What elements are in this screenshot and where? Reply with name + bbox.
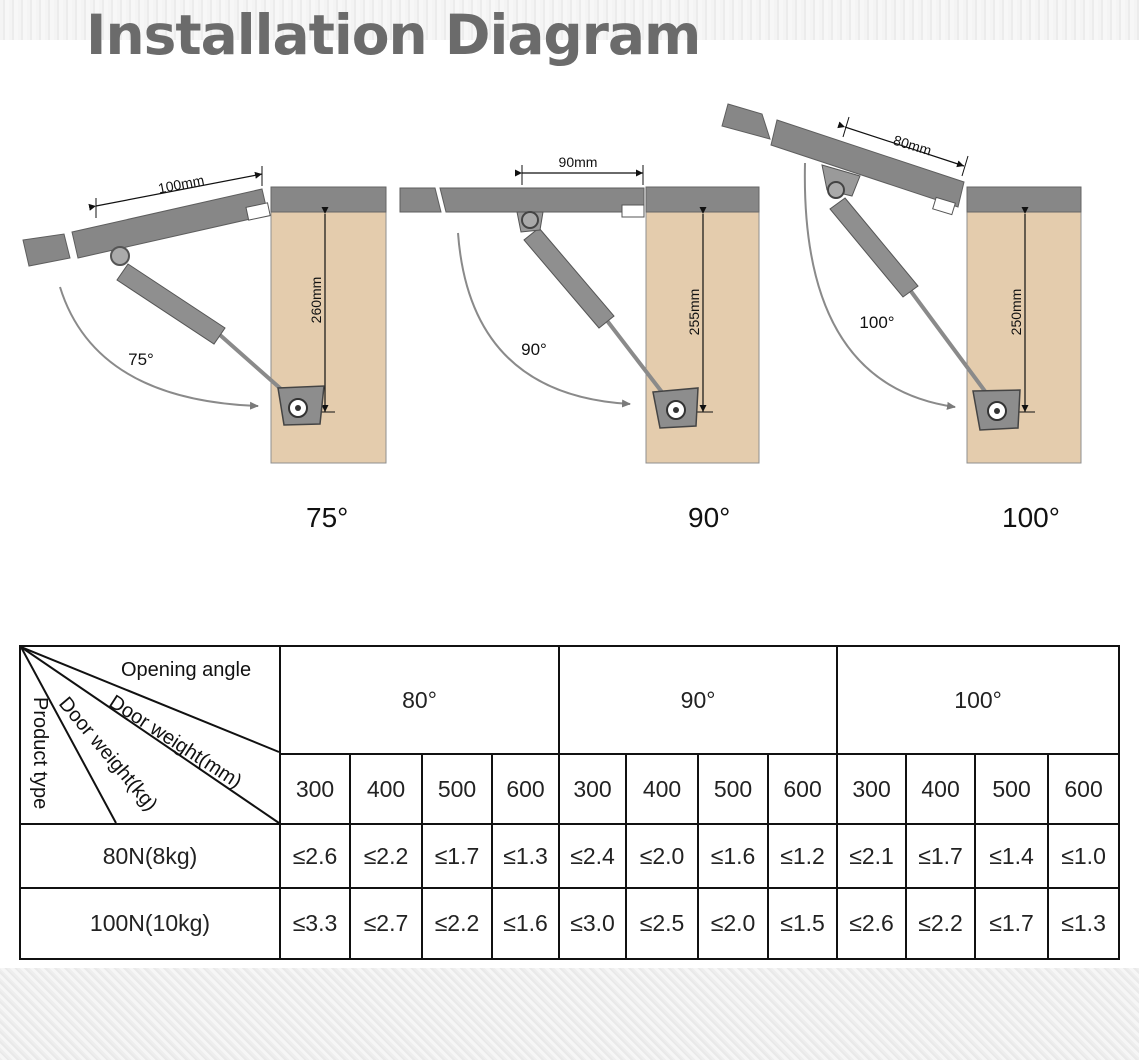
table-corner-header: Opening angle Door weight(mm) Door weigh…: [19, 645, 281, 825]
door-panel: [71, 188, 269, 259]
door-panel-end: [22, 233, 71, 267]
door-panel-end: [721, 103, 771, 140]
strut-mount: [827, 181, 845, 199]
spec-table: Opening angle Door weight(mm) Door weigh…: [19, 645, 1121, 960]
cabinet-top: [966, 186, 1082, 213]
weight-cell: ≤2.7: [349, 887, 423, 960]
table-row: 80N(8kg) ≤2.6 ≤2.2 ≤1.7 ≤1.3 ≤2.4 ≤2.0 ≤…: [19, 823, 1121, 889]
weight-cell: ≤1.4: [974, 823, 1050, 889]
door-block: [932, 196, 956, 216]
door-size-cell: 500: [421, 753, 493, 825]
product-type-cell: 80N(8kg): [19, 823, 281, 889]
door-size-cell: 400: [905, 753, 977, 825]
weight-cell: ≤1.3: [1047, 887, 1121, 960]
diagram-90: 90mm 255mm 90°: [399, 154, 760, 464]
weight-cell: ≤2.0: [697, 887, 770, 960]
gas-strut: [523, 227, 615, 329]
strut-rod: [218, 333, 292, 399]
weight-cell: ≤1.7: [421, 823, 493, 889]
angle-header-80: 80°: [278, 645, 561, 755]
door-size-cell: 300: [836, 753, 908, 825]
door-panel: [439, 187, 645, 213]
height-label: 250mm: [1008, 289, 1024, 336]
weight-cell: ≤2.4: [558, 823, 628, 889]
weight-cell: ≤3.3: [279, 887, 351, 960]
page-title: Installation Diagram: [86, 3, 701, 67]
height-label: 260mm: [308, 277, 324, 324]
cabinet-top: [645, 186, 760, 213]
product-type-cell: 100N(10kg): [19, 887, 281, 960]
weight-cell: ≤1.6: [490, 887, 561, 960]
weight-cell: ≤2.0: [625, 823, 700, 889]
weight-cell: ≤1.0: [1047, 823, 1121, 889]
product-type-label: Product type: [29, 697, 51, 810]
diagram-caption-100: 100°: [1002, 502, 1060, 533]
weight-cell: ≤2.6: [279, 823, 351, 889]
cabinet-top: [270, 186, 387, 213]
weight-cell: ≤2.1: [836, 823, 908, 889]
diagram-caption-90: 90°: [688, 502, 731, 533]
door-size-cell: 500: [974, 753, 1050, 825]
door-panel-end: [399, 187, 442, 213]
door-size-row: 300 400 500 600 300 400 500 600 300 400 …: [20, 753, 1121, 825]
table-row: 100N(10kg) ≤3.3 ≤2.7 ≤2.2 ≤1.6 ≤3.0 ≤2.5…: [19, 887, 1121, 960]
strut-rod: [908, 288, 992, 400]
width-dimension: [88, 171, 263, 211]
arc-label: 100°: [859, 313, 894, 332]
weight-cell: ≤2.2: [421, 887, 493, 960]
diagram-caption-75: 75°: [306, 502, 349, 533]
bottom-texture: [0, 968, 1139, 1060]
angle-header-90: 90°: [558, 645, 839, 755]
opening-arc: [457, 232, 631, 408]
arc-label: 90°: [521, 340, 547, 359]
weight-cell: ≤1.3: [490, 823, 561, 889]
door-size-cell: 400: [349, 753, 423, 825]
weight-cell: ≤2.2: [349, 823, 423, 889]
opening-angle-label: Opening angle: [121, 659, 252, 681]
weight-cell: ≤1.7: [974, 887, 1050, 960]
angle-header-100: 100°: [836, 645, 1121, 755]
diagram-75: 100mm 260mm 75°: [22, 166, 387, 464]
width-label: 90mm: [559, 154, 598, 170]
weight-cell: ≤2.5: [625, 887, 700, 960]
gas-strut: [829, 197, 919, 298]
weight-cell: ≤2.6: [836, 887, 908, 960]
door-size-cell: 400: [625, 753, 700, 825]
weight-cell: ≤1.7: [905, 823, 977, 889]
height-label: 255mm: [686, 289, 702, 336]
strut-mount: [110, 246, 130, 266]
weight-cell: ≤1.2: [767, 823, 839, 889]
diagram-100: 80mm 250mm 100°: [721, 103, 1082, 464]
arc-label: 75°: [128, 350, 154, 369]
width-dimension: [837, 121, 965, 168]
weight-cell: ≤2.2: [905, 887, 977, 960]
opening-arc: [803, 162, 956, 410]
installation-diagrams: 100mm 260mm 75° 90mm 255mm 90°: [22, 103, 1082, 464]
weight-cell: ≤1.5: [767, 887, 839, 960]
corner-diagonals: [21, 647, 280, 824]
door-size-cell: 300: [279, 753, 351, 825]
door-block: [621, 204, 645, 218]
weight-cell: ≤1.6: [697, 823, 770, 889]
door-panel: [770, 119, 965, 208]
door-size-cell: 600: [490, 753, 561, 825]
door-size-cell: 600: [767, 753, 839, 825]
top-texture: [0, 0, 1139, 40]
width-label: 80mm: [892, 132, 934, 159]
width-label: 100mm: [157, 172, 206, 197]
door-size-cell: 500: [697, 753, 770, 825]
gas-strut: [116, 263, 226, 345]
angle-header-row: Opening angle Door weight(mm) Door weigh…: [19, 645, 1121, 825]
opening-arc: [59, 286, 259, 410]
door-size-cell: 600: [1047, 753, 1121, 825]
door-size-cell: 300: [558, 753, 628, 825]
weight-cell: ≤3.0: [558, 887, 628, 960]
strut-rod: [603, 316, 670, 402]
strut-mount: [521, 211, 539, 229]
